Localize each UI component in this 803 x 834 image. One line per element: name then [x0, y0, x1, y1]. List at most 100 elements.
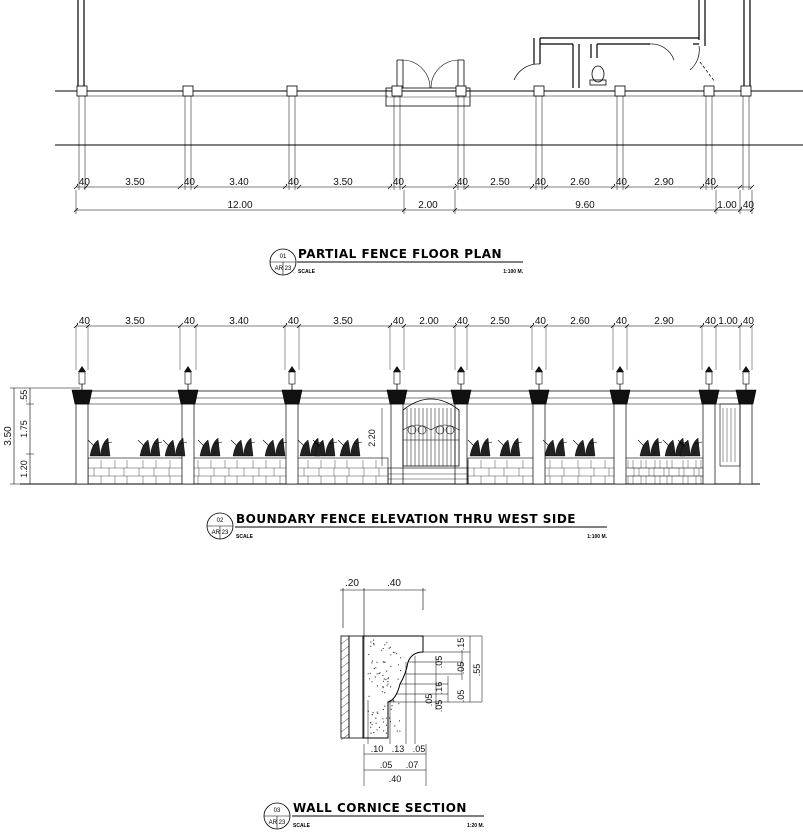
dim-label: .40	[613, 316, 627, 327]
hatch-line	[340, 701, 350, 709]
dim-label: .40	[532, 316, 546, 327]
detail-number: 02	[217, 518, 224, 524]
pillar-capital	[177, 389, 199, 405]
dim-tick	[193, 184, 199, 190]
fence-pillar	[532, 403, 546, 485]
dim-tick	[543, 184, 549, 190]
scale-label: SCALE	[298, 269, 316, 275]
concrete-dot	[390, 700, 392, 702]
lamp-top-icon	[742, 366, 750, 372]
plant-icon	[544, 437, 566, 457]
dim-tick	[452, 184, 458, 190]
concrete-dot	[382, 647, 384, 650]
dim-label: .05	[456, 690, 466, 703]
lamp-icon	[705, 371, 713, 385]
plant-icon	[89, 437, 111, 457]
concrete-dot	[378, 673, 380, 675]
hatch-line	[340, 637, 350, 645]
hatch-line	[340, 661, 350, 669]
concrete-dot	[382, 686, 384, 688]
fence-pillar	[454, 403, 468, 485]
fence-pillar	[702, 403, 716, 485]
concrete-dot	[369, 678, 371, 680]
concrete-dot	[390, 708, 392, 710]
pillar-capital	[450, 389, 472, 405]
concrete-dot	[387, 680, 389, 683]
concrete-dot	[384, 705, 386, 707]
concrete-dot	[382, 721, 385, 723]
concrete-dot	[398, 703, 400, 705]
concrete-dot	[376, 685, 379, 687]
dim-label: .40	[76, 177, 90, 188]
dim-label: 12.00	[227, 200, 252, 211]
concrete-dot	[383, 661, 385, 663]
lamp-top-icon	[393, 366, 401, 372]
lamp-icon	[393, 371, 401, 385]
top-dim-1: .20	[345, 578, 359, 589]
concrete-dot	[368, 653, 370, 656]
concrete-dot	[391, 705, 393, 707]
concrete-dot	[397, 678, 399, 680]
concrete-dot	[390, 665, 392, 668]
concrete-dot	[385, 724, 387, 726]
lamp-top-icon	[457, 366, 465, 372]
dim-label: 3.50	[333, 316, 353, 327]
dim-label: .40	[613, 177, 627, 188]
lamp-icon	[184, 371, 192, 385]
dim-label: 2.50	[490, 177, 510, 188]
concrete-dot	[367, 673, 369, 675]
scale-value: 1:100 M.	[587, 534, 607, 540]
wall-height-dim: 1.75	[19, 420, 29, 438]
dim-label: 1.00	[717, 200, 737, 211]
concrete-dot	[383, 678, 385, 680]
dim-tick	[401, 184, 407, 190]
lamp-icon	[457, 371, 465, 385]
concrete-dot	[371, 662, 373, 664]
plant-icon	[469, 437, 491, 457]
lamp-icon	[535, 371, 543, 385]
plant-icon	[679, 437, 701, 457]
dim-tick	[177, 184, 183, 190]
plan-post	[455, 85, 467, 97]
pillar-capital	[609, 389, 631, 405]
detail-number: 03	[274, 808, 281, 814]
concrete-dot	[389, 686, 392, 688]
concrete-dot	[369, 672, 371, 675]
dim-label: .40	[454, 177, 468, 188]
dim-label: 2.90	[654, 177, 674, 188]
bottom-dim-1: .10	[371, 744, 384, 754]
concrete-dot	[376, 729, 378, 731]
scale-label: SCALE	[236, 534, 254, 540]
concrete-dot	[386, 685, 388, 687]
dim-tick	[387, 184, 393, 190]
floor-plan-title-block: 01 AR 23 PARTIAL FENCE FLOOR PLAN SCALE …	[269, 247, 524, 276]
plant-icon	[639, 437, 661, 457]
lamp-top-icon	[535, 366, 543, 372]
plant-icon	[139, 437, 161, 457]
concrete-dot	[377, 712, 379, 715]
concrete-dot	[392, 699, 394, 701]
concrete-dot	[371, 714, 373, 716]
dim-label: 3.40	[229, 316, 249, 327]
hatch-line	[340, 717, 350, 725]
leaf-icon	[572, 439, 598, 447]
dim-tick	[529, 184, 535, 190]
dim-label: .40	[454, 316, 468, 327]
concrete-dot	[389, 646, 391, 648]
pillar-capital	[528, 389, 550, 405]
dim-label: 2.60	[570, 177, 590, 188]
dim-label: .40	[740, 200, 754, 211]
drawing-title: PARTIAL FENCE FLOOR PLAN	[298, 247, 502, 261]
fence-pillar	[613, 403, 627, 485]
concrete-dot	[394, 725, 396, 727]
bottom-dim-5: .07	[406, 760, 419, 770]
dim-label: 3.40	[229, 177, 249, 188]
cornice-height-dim: .55	[19, 390, 29, 403]
concrete-dot	[396, 653, 398, 655]
total-height-dim: 3.50	[3, 426, 14, 446]
dim-label: .40	[285, 316, 299, 327]
concrete-dot	[383, 730, 385, 732]
concrete-dot	[386, 670, 388, 672]
plant-icon	[264, 437, 286, 457]
